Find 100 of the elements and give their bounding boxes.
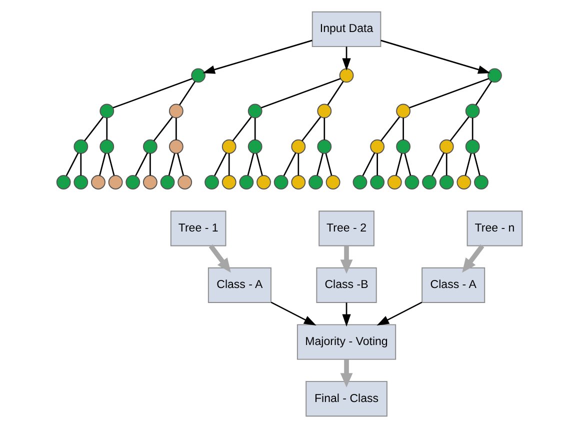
connector <box>168 153 176 176</box>
node-circle <box>239 175 254 190</box>
node-box: Class - A <box>208 267 272 304</box>
connector <box>376 153 378 176</box>
connector <box>380 116 400 142</box>
connector <box>153 116 173 142</box>
node-box: Majority - Voting <box>296 324 396 360</box>
node-circle <box>126 175 140 190</box>
node-circle <box>465 104 480 118</box>
connector <box>232 116 252 142</box>
node-circle <box>465 139 480 154</box>
node-circle <box>142 175 158 190</box>
connector <box>327 80 344 106</box>
node-circle <box>222 175 236 190</box>
connector <box>325 153 332 176</box>
node-circle <box>404 175 420 190</box>
node-circle <box>108 175 123 190</box>
node-circle <box>291 139 306 154</box>
connector <box>135 152 148 176</box>
connector <box>214 152 227 176</box>
connector <box>432 152 444 176</box>
node-box: Tree - 1 <box>170 210 226 246</box>
connector <box>464 153 472 176</box>
arrow <box>380 40 490 74</box>
node-circle <box>91 175 106 190</box>
node-circle <box>100 139 114 154</box>
connector <box>324 118 326 140</box>
connector <box>99 153 106 176</box>
connector <box>402 118 404 140</box>
connector <box>446 153 448 176</box>
node-circle <box>317 139 332 154</box>
node-box: Class -B <box>316 267 377 304</box>
node-circle <box>291 175 306 190</box>
node-circle <box>308 175 323 190</box>
node-box: Final - Class <box>306 380 388 417</box>
arrow <box>208 244 231 273</box>
connector <box>256 153 263 176</box>
arrow <box>340 246 353 274</box>
connector <box>254 118 256 140</box>
connector <box>261 78 341 108</box>
connector <box>80 153 82 176</box>
connector <box>475 80 492 106</box>
connector <box>106 118 108 140</box>
node-circle <box>439 175 454 190</box>
node-circle <box>191 68 206 83</box>
connector <box>177 153 184 176</box>
connector <box>395 153 402 176</box>
node-circle <box>339 68 354 83</box>
node-circle <box>352 175 368 190</box>
node-circle <box>248 139 262 154</box>
node-circle <box>248 104 262 118</box>
arrow <box>202 40 312 74</box>
arrow <box>340 359 353 388</box>
node-circle <box>370 175 385 190</box>
connector <box>450 116 470 142</box>
connector <box>409 78 489 108</box>
node-circle <box>396 139 411 154</box>
node-box: Tree - n <box>466 210 523 246</box>
connector <box>404 153 412 176</box>
node-circle <box>160 175 175 190</box>
arrow <box>376 302 422 326</box>
node-circle <box>168 139 184 154</box>
node-circle <box>74 139 88 154</box>
node-circle <box>370 139 385 154</box>
node-circle <box>256 175 271 190</box>
connector <box>112 78 193 108</box>
node-circle <box>396 104 411 118</box>
node-circle <box>422 175 436 190</box>
connector <box>66 152 79 176</box>
node-circle <box>74 175 88 190</box>
connector <box>473 153 480 176</box>
node-circle <box>56 175 71 190</box>
connector <box>150 153 151 176</box>
node-circle <box>326 175 340 190</box>
node-box: Tree - 2 <box>318 210 374 246</box>
node-circle <box>178 175 192 190</box>
node-circle <box>317 104 332 118</box>
arrow <box>342 46 351 71</box>
connector <box>316 153 324 176</box>
connector <box>283 152 296 176</box>
arrow <box>462 244 484 273</box>
connector <box>472 118 474 140</box>
connector <box>247 153 254 176</box>
node-circle <box>474 175 488 190</box>
connector <box>228 153 230 176</box>
connector <box>298 153 300 176</box>
node-circle <box>142 139 158 154</box>
node-circle <box>274 175 288 190</box>
arrow <box>270 302 316 326</box>
node-circle <box>456 175 472 190</box>
node-circle <box>204 175 219 190</box>
node-circle <box>488 68 502 83</box>
connector <box>176 118 177 140</box>
connector <box>179 80 196 106</box>
node-box: Class - A <box>422 267 486 304</box>
node-circle <box>439 139 454 154</box>
connector <box>302 116 322 142</box>
node-circle <box>100 104 114 118</box>
connector <box>362 152 376 176</box>
connector <box>108 153 115 176</box>
